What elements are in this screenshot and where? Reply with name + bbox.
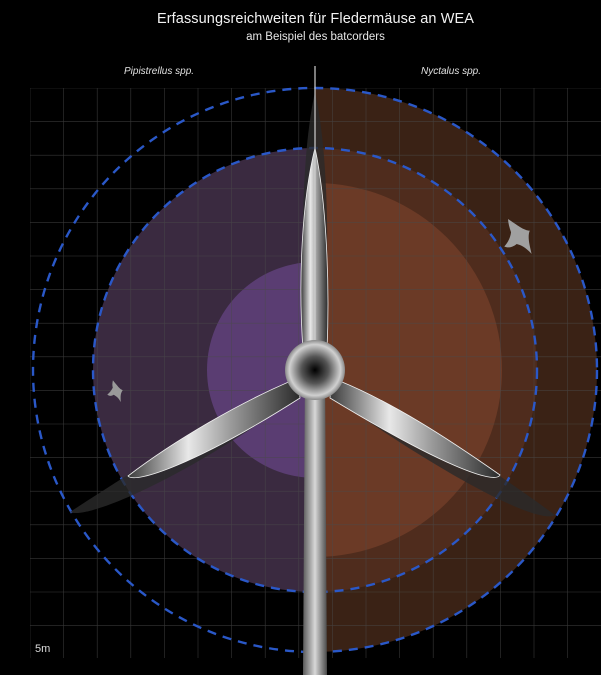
diagram-subtitle: am Beispiel des batcorders <box>246 31 385 43</box>
blade-left <box>127 377 301 479</box>
species-label-pipistrellus: Pipistrellus spp. <box>124 66 195 77</box>
turbine-rotor <box>70 66 555 517</box>
diagram-title: Erfassungsreichweiten für Fledermäuse an… <box>156 11 475 27</box>
bat-icon-nyctalus <box>504 218 532 254</box>
turbine-tower <box>303 370 327 675</box>
turbine-hub <box>285 340 345 400</box>
grid-scale-label: 5m <box>35 643 51 655</box>
species-label-nyctalus: Nyctalus spp. <box>421 66 482 77</box>
bat-icon-pipistrellus <box>107 380 123 403</box>
blade-right <box>329 377 501 478</box>
